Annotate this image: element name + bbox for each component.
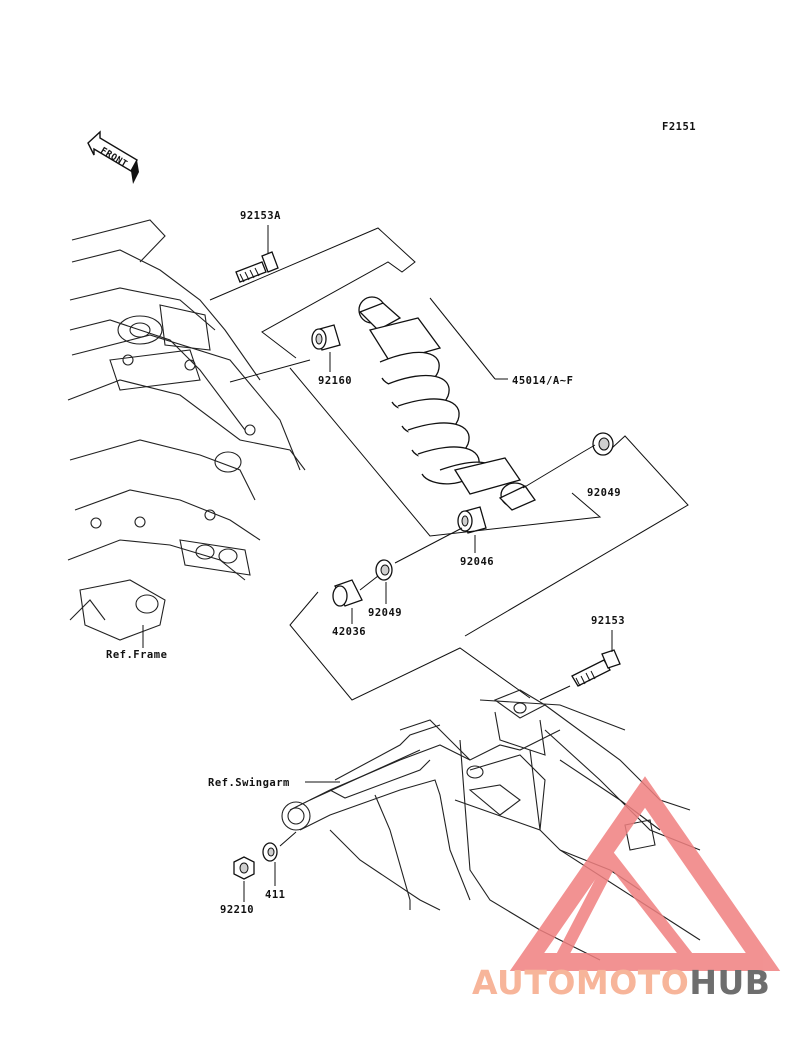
oil-seal-92049-lower [375, 559, 393, 581]
collar-92046 [457, 506, 487, 534]
ref-swingarm-label: Ref.Swingarm [208, 777, 290, 789]
part-label-92049-upper: 92049 [587, 487, 621, 499]
sleeve-42036 [332, 579, 363, 607]
watermark-text-hub: HUB [689, 963, 771, 1002]
shock-absorber [358, 296, 536, 511]
part-label-92210: 92210 [220, 904, 254, 916]
part-label-92153: 92153 [591, 615, 625, 627]
part-label-92153a: 92153A [240, 210, 281, 222]
part-label-92049-lower: 92049 [368, 607, 402, 619]
watermark-logo-icon [509, 776, 781, 971]
part-label-92046: 92046 [460, 556, 494, 568]
part-label-45014: 45014/A~F [512, 375, 573, 387]
part-label-42036: 42036 [332, 626, 366, 638]
washer-411 [262, 842, 278, 862]
watermark-text: AUTOMOTOHUB [472, 963, 770, 1002]
ref-frame-label: Ref.Frame [106, 649, 167, 661]
part-label-411: 411 [265, 889, 285, 901]
oil-seal-92049-upper [592, 432, 614, 456]
figure-code: F2151 [662, 121, 696, 133]
front-arrow-icon: FRONT [87, 130, 139, 184]
watermark-text-automoto: AUTOMOTO [472, 963, 690, 1002]
swingarm-drawing [281, 689, 701, 961]
collar-92160 [311, 324, 341, 351]
nut-92210 [233, 856, 255, 880]
bolt-92153a [235, 251, 279, 283]
part-label-92160: 92160 [318, 375, 352, 387]
bolt-92153 [571, 649, 621, 687]
frame-drawing [67, 219, 306, 641]
